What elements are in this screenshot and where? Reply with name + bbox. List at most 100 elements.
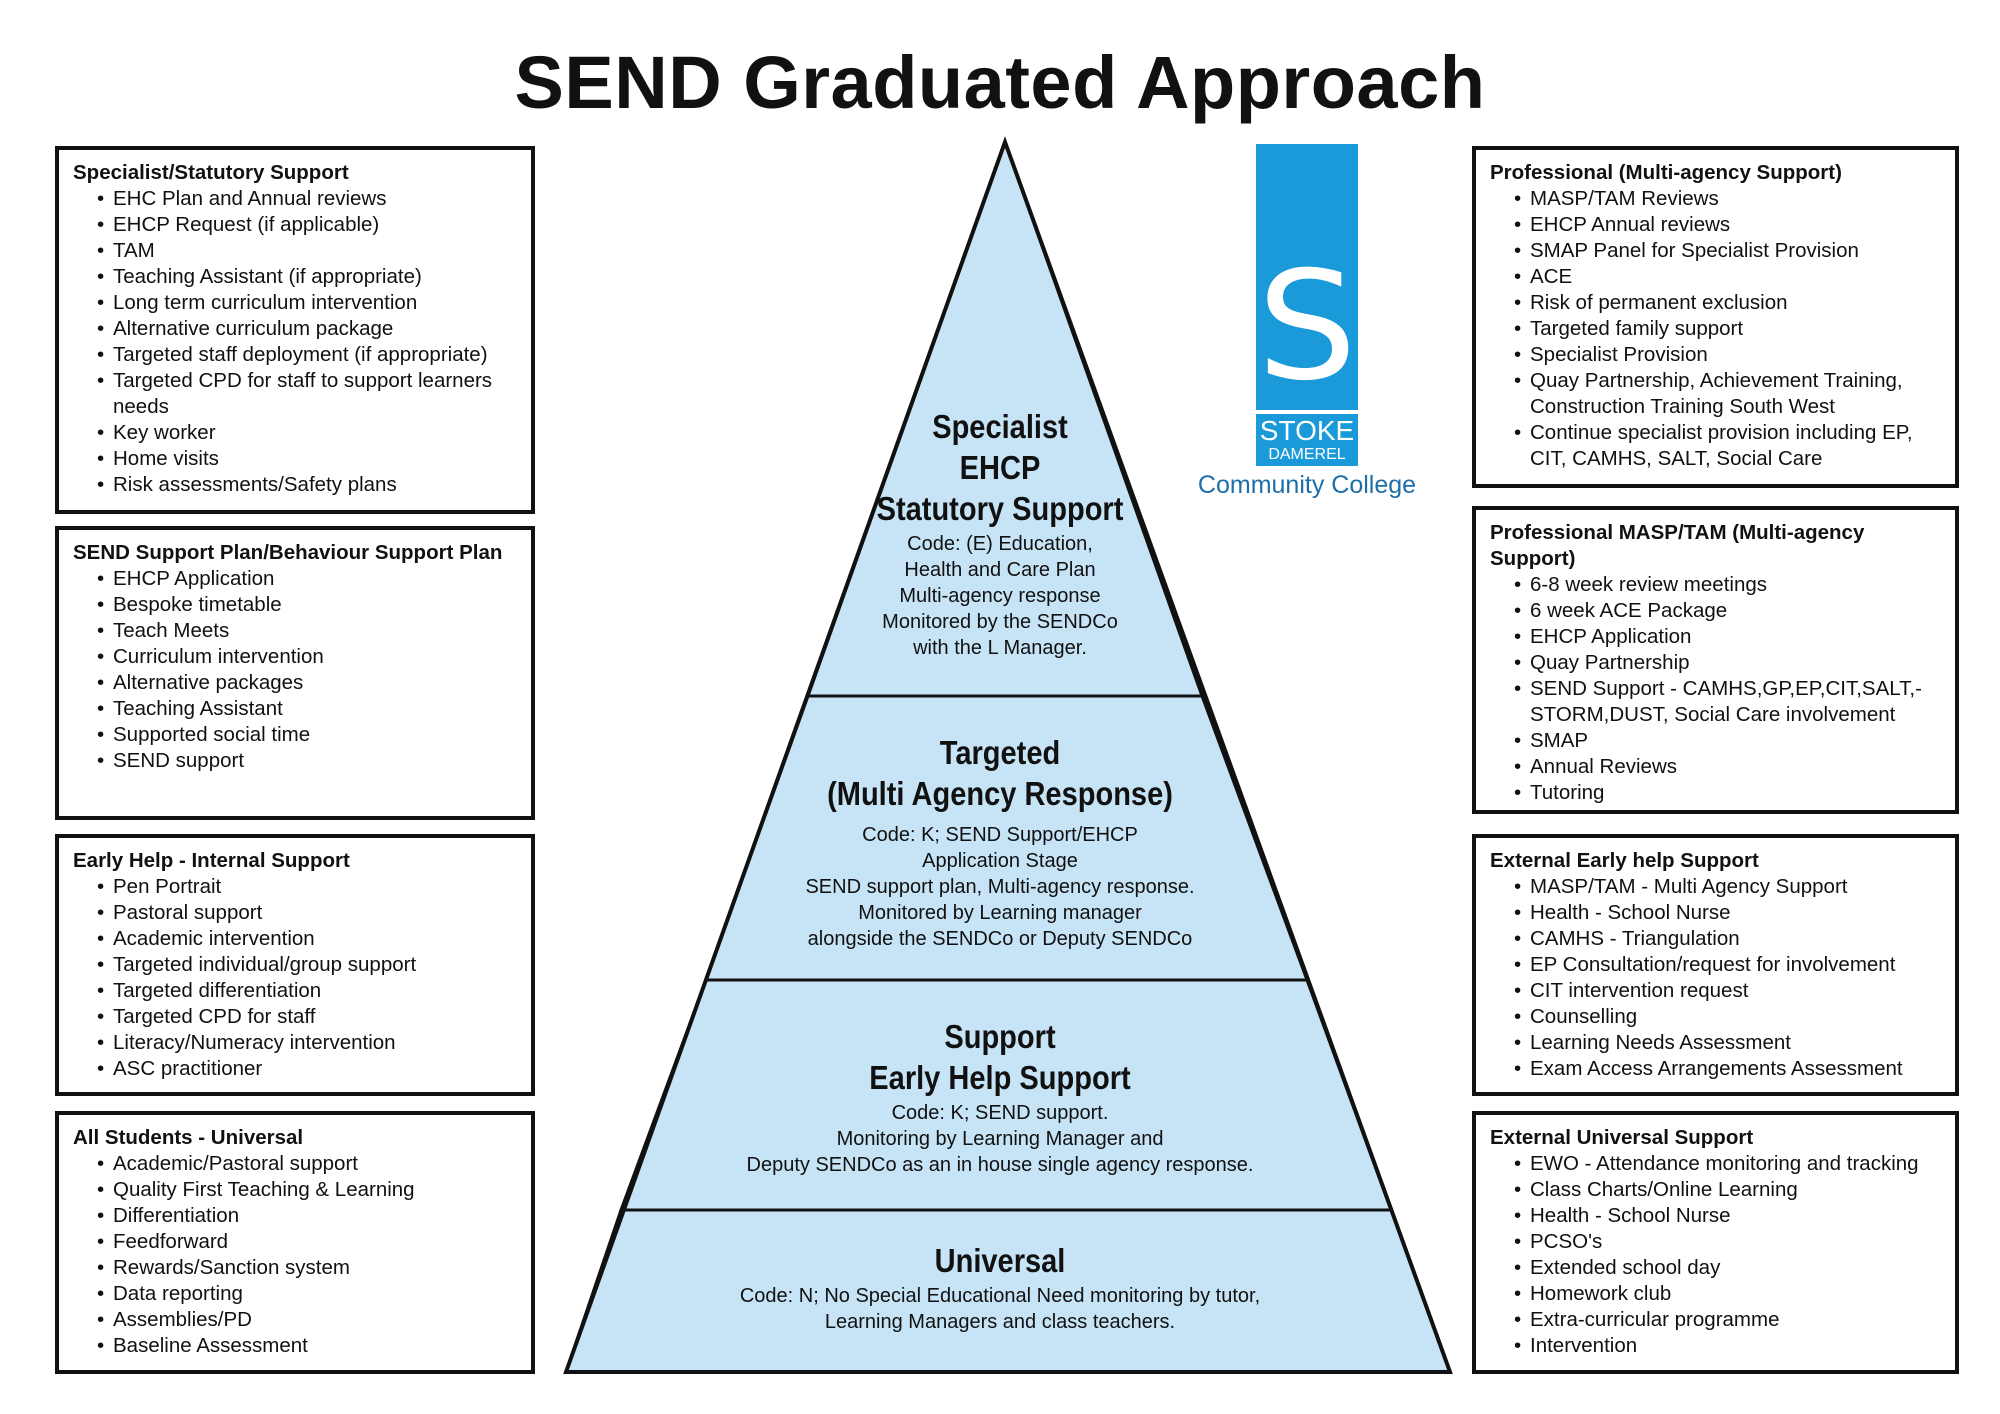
box-title: SEND Support Plan/Behaviour Support Plan [73,541,503,564]
list-item: Data reporting [97,1281,517,1307]
list-item: Quay Partnership, Achievement Training, … [1514,368,1941,420]
list-item: Alternative packages [97,670,517,696]
list-item: Health - School Nurse [1514,1203,1941,1229]
box-title: Professional MASP/TAM (Multi-agency Supp… [1490,521,1865,570]
list-item: Quality First Teaching & Learning [97,1177,517,1203]
list-item: SMAP Panel for Specialist Provision [1514,238,1941,264]
box-list: EHCP Application Bespoke timetable Teach… [73,566,517,774]
box-professional-masp-tam: Professional MASP/TAM (Multi-agency Supp… [1472,506,1959,814]
box-title: Specialist/Statutory Support [73,161,349,184]
list-item: EHC Plan and Annual reviews [97,186,517,212]
list-item: Targeted CPD for staff to support learne… [97,368,517,420]
list-item: EHCP Application [97,566,517,592]
box-external-universal: External Universal Support EWO - Attenda… [1472,1111,1959,1374]
list-item: Targeted CPD for staff [97,1004,517,1030]
tier-specialist-text: Specialist EHCP Statutory Support Code: … [0,406,2000,661]
box-title: Early Help - Internal Support [73,849,350,872]
box-list: MASP/TAM Reviews EHCP Annual reviews SMA… [1490,186,1941,472]
list-item: Class Charts/Online Learning [1514,1177,1941,1203]
list-item: EHCP Application [1514,624,1941,650]
tier-heading: (Multi Agency Response) [827,775,1173,812]
list-item: MASP/TAM Reviews [1514,186,1941,212]
list-item: Differentiation [97,1203,517,1229]
list-item: Assemblies/PD [97,1307,517,1333]
list-item: Teach Meets [97,618,517,644]
logo-caption: Community College [1197,471,1417,499]
list-item: CIT intervention request [1514,978,1941,1004]
list-item: Targeted staff deployment (if appropriat… [97,342,517,368]
tier-code-text: Code: K; SEND Support/EHCP Application S… [805,824,1195,950]
list-item: TAM [97,238,517,264]
list-item: Teaching Assistant [97,696,517,722]
box-list: 6-8 week review meetings 6 week ACE Pack… [1490,572,1941,806]
list-item: Targeted family support [1514,316,1941,342]
list-item: Learning Needs Assessment [1514,1030,1941,1056]
list-item: EP Consultation/request for involvement [1514,952,1941,978]
box-list: Pen Portrait Pastoral support Academic i… [73,874,517,1082]
logo-line2: DAMEREL [1268,446,1346,463]
list-item: Extended school day [1514,1255,1941,1281]
box-specialist-statutory-support: Specialist/Statutory Support EHC Plan an… [55,146,535,514]
tier-universal-text: Universal Code: N; No Special Educationa… [0,1240,2000,1335]
tier-heading: Early Help Support [869,1059,1131,1096]
list-item: Literacy/Numeracy intervention [97,1030,517,1056]
list-item: Home visits [97,446,517,472]
list-item: Alternative curriculum package [97,316,517,342]
tier-heading: Universal [934,1242,1066,1279]
box-list: EWO - Attendance monitoring and tracking… [1490,1151,1941,1359]
stoke-damerel-logo-icon: S STOKE DAMEREL [1256,144,1358,466]
list-item: Targeted differentiation [97,978,517,1004]
list-item: SEND Support - CAMHS,GP,EP,CIT,SALT,-STO… [1514,676,1941,728]
box-professional-multi-agency: Professional (Multi-agency Support) MASP… [1472,146,1959,488]
tier-targeted-text: Targeted (Multi Agency Response) Code: K… [0,732,2000,952]
list-item: ACE [1514,264,1941,290]
box-list: Academic/Pastoral support Quality First … [73,1151,517,1359]
list-item: Exam Access Arrangements Assessment [1514,1056,1941,1082]
list-item: Baseline Assessment [97,1333,517,1359]
list-item: Feedforward [97,1229,517,1255]
box-early-help-internal: Early Help - Internal Support Pen Portra… [55,834,535,1096]
pyramid-outline [563,136,1453,1374]
list-item: Rewards/Sanction system [97,1255,517,1281]
list-item: Health - School Nurse [1514,900,1941,926]
list-item: Pastoral support [97,900,517,926]
tier-heading: EHCP [959,449,1041,486]
list-item: MASP/TAM - Multi Agency Support [1514,874,1941,900]
box-send-support-plan: SEND Support Plan/Behaviour Support Plan… [55,526,535,820]
box-list: EHC Plan and Annual reviews EHCP Request… [73,186,517,498]
box-external-early-help: External Early help Support MASP/TAM - M… [1472,834,1959,1096]
tier-heading: Statutory Support [876,490,1124,527]
list-item: EHCP Request (if applicable) [97,212,517,238]
tier-code-text: Code: N; No Special Educational Need mon… [739,1285,1261,1333]
list-item: Long term curriculum intervention [97,290,517,316]
list-item: Bespoke timetable [97,592,517,618]
tier-heading: Specialist [932,408,1068,445]
logo-line1: STOKE [1259,415,1355,446]
list-item: ASC practitioner [97,1056,517,1082]
list-item: Risk assessments/Safety plans [97,472,517,498]
list-item: Intervention [1514,1333,1941,1359]
logo-s-glyph: S [1257,240,1357,414]
list-item: PCSO's [1514,1229,1941,1255]
list-item: Academic/Pastoral support [97,1151,517,1177]
list-item: Annual Reviews [1514,754,1941,780]
list-item: SMAP [1514,728,1941,754]
list-item: Teaching Assistant (if appropriate) [97,264,517,290]
list-item: 6-8 week review meetings [1514,572,1941,598]
list-item: Risk of permanent exclusion [1514,290,1941,316]
list-item: Curriculum intervention [97,644,517,670]
list-item: Key worker [97,420,517,446]
tier-heading: Targeted [939,734,1061,771]
list-item: Targeted individual/group support [97,952,517,978]
tier-code-text: Code: K; SEND support. Monitoring by Lea… [746,1102,1254,1176]
list-item: Extra-curricular programme [1514,1307,1941,1333]
list-item: EWO - Attendance monitoring and tracking [1514,1151,1941,1177]
tier-code-text: Code: (E) Education, Health and Care Pla… [882,533,1118,659]
box-all-students-universal: All Students - Universal Academic/Pastor… [55,1111,535,1374]
logo-name-panel [1256,414,1358,466]
list-item: Specialist Provision [1514,342,1941,368]
list-item: Quay Partnership [1514,650,1941,676]
box-title: Professional (Multi-agency Support) [1490,161,1842,184]
list-item: Counselling [1514,1004,1941,1030]
list-item: EHCP Annual reviews [1514,212,1941,238]
